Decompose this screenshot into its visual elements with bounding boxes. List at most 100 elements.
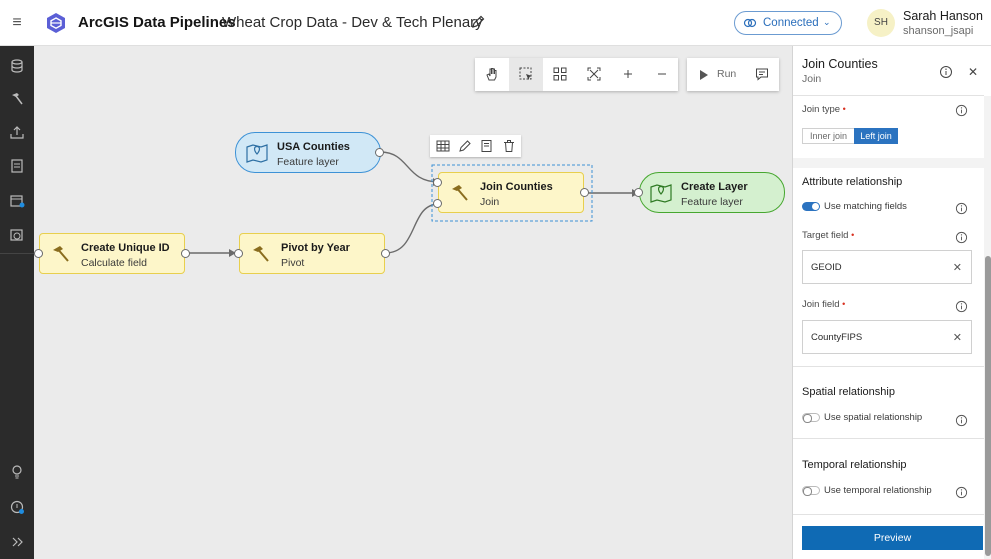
info-icon[interactable] <box>955 202 968 215</box>
info-icon[interactable] <box>955 300 968 313</box>
zoom-out-tool[interactable] <box>645 58 679 91</box>
info-icon[interactable] <box>939 65 953 79</box>
join-field-label-text: Join field <box>802 299 840 310</box>
join-field-label: Join field • <box>802 299 845 310</box>
input-port[interactable] <box>234 249 243 258</box>
map-layer-icon <box>650 184 672 203</box>
output-port[interactable] <box>375 148 384 157</box>
join-type-left-option[interactable]: Left join <box>854 128 898 144</box>
calendar-schedule-icon[interactable] <box>9 193 25 209</box>
upload-icon[interactable] <box>9 124 25 140</box>
join-type-segmented-control: Inner join Left join <box>802 128 898 144</box>
scrollbar-thumb[interactable] <box>985 256 991 556</box>
select-icon <box>519 67 532 80</box>
target-field-label: Target field • <box>802 230 854 241</box>
spatial-relationship-toggle[interactable] <box>802 413 820 423</box>
node-create-unique-id[interactable]: Create Unique ID Calculate field <box>34 233 190 274</box>
output-port[interactable] <box>381 249 390 258</box>
node-title: Create Unique ID <box>81 242 170 254</box>
notes-icon[interactable] <box>9 158 25 174</box>
section-divider <box>793 514 984 515</box>
connection-status-label: Connected <box>763 17 819 29</box>
close-icon[interactable]: ✕ <box>968 65 979 79</box>
database-icon[interactable] <box>9 58 25 74</box>
document-title[interactable]: Wheat Crop Data - Dev & Tech Plenary <box>222 14 483 31</box>
join-field-value: CountyFIPS <box>811 332 863 343</box>
expand-icon[interactable] <box>9 534 25 550</box>
node-action-bar <box>430 135 521 157</box>
node-usa-counties[interactable]: USA Counties Feature layer <box>235 132 384 173</box>
attribute-relationship-title: Attribute relationship <box>802 176 903 188</box>
node-title: Join Counties <box>480 181 553 193</box>
minus-icon <box>658 73 666 75</box>
join-field-input[interactable]: CountyFIPS ✕ <box>802 320 972 354</box>
zoom-in-tool[interactable] <box>611 58 645 91</box>
panel-subtitle: Join <box>802 73 822 85</box>
avatar[interactable]: SH <box>867 9 895 37</box>
input-port[interactable] <box>34 249 43 258</box>
edit-title-icon[interactable] <box>470 14 486 30</box>
output-port[interactable] <box>181 249 190 258</box>
section-divider <box>793 366 984 367</box>
clear-icon[interactable]: ✕ <box>952 262 962 274</box>
info-icon[interactable] <box>955 104 968 117</box>
spatial-relationship-label: Use spatial relationship <box>824 412 923 423</box>
temporal-relationship-toggle[interactable] <box>802 486 820 496</box>
node-type: Feature layer <box>681 196 743 208</box>
menu-icon[interactable]: ≡ <box>12 14 22 31</box>
panel-scrollbar[interactable] <box>984 96 991 559</box>
run-button[interactable]: Run <box>687 58 745 91</box>
target-field-input[interactable]: GEOID ✕ <box>802 250 972 284</box>
join-type-label-text: Join type <box>802 104 841 115</box>
preview-button[interactable]: Preview <box>802 526 983 550</box>
hammer-icon <box>53 246 69 262</box>
info-icon[interactable] <box>955 486 968 499</box>
rail-divider <box>0 253 34 254</box>
section-divider <box>793 438 984 439</box>
pipeline-canvas[interactable]: Run <box>34 46 792 559</box>
matching-fields-toggle[interactable] <box>802 202 820 211</box>
pan-tool[interactable] <box>475 58 509 91</box>
link-icon <box>743 18 757 28</box>
help-icon[interactable] <box>9 499 25 515</box>
hammer-icon <box>452 185 468 201</box>
table-icon[interactable] <box>436 139 450 153</box>
fit-extent-icon <box>587 67 601 81</box>
required-marker: • <box>842 104 846 114</box>
canvas-toolbar <box>475 58 678 91</box>
node-pivot-by-year[interactable]: Pivot by Year Pivot <box>234 233 390 274</box>
lightbulb-icon[interactable] <box>9 464 25 480</box>
layout-icon <box>553 67 567 81</box>
connection-status-button[interactable]: Connected ⌄ <box>734 11 842 35</box>
node-join-counties[interactable]: Join Counties Join <box>433 172 589 213</box>
speech-bubble-icon <box>756 68 768 81</box>
trash-icon[interactable] <box>502 139 516 153</box>
notes-edit-icon[interactable] <box>480 139 494 153</box>
panel-header-divider <box>793 95 984 96</box>
hammer-icon[interactable] <box>9 91 25 107</box>
output-port[interactable] <box>580 188 589 197</box>
auto-layout-tool[interactable] <box>543 58 577 91</box>
join-type-label: Join type • <box>802 104 846 115</box>
user-name: Sarah Hanson <box>903 9 983 23</box>
plus-icon <box>624 70 632 78</box>
node-type: Pivot <box>281 257 305 269</box>
required-marker: • <box>842 299 846 309</box>
clear-icon[interactable]: ✕ <box>952 332 962 344</box>
pencil-icon[interactable] <box>458 139 472 153</box>
hand-icon <box>486 68 497 81</box>
join-type-inner-option[interactable]: Inner join <box>809 131 848 141</box>
node-create-layer[interactable]: Create Layer Feature layer <box>634 172 785 213</box>
input-port-target[interactable] <box>433 178 442 187</box>
info-icon[interactable] <box>955 414 968 427</box>
messages-button[interactable] <box>745 58 779 91</box>
input-port[interactable] <box>634 188 643 197</box>
input-port-join[interactable] <box>433 199 442 208</box>
info-icon[interactable] <box>955 231 968 244</box>
history-icon[interactable] <box>9 227 25 243</box>
panel-title: Join Counties <box>802 57 878 71</box>
section-gap <box>793 158 984 168</box>
select-tool[interactable] <box>509 58 543 91</box>
zoom-fit-tool[interactable] <box>577 58 611 91</box>
app-title: ArcGIS Data Pipelines <box>78 14 236 31</box>
